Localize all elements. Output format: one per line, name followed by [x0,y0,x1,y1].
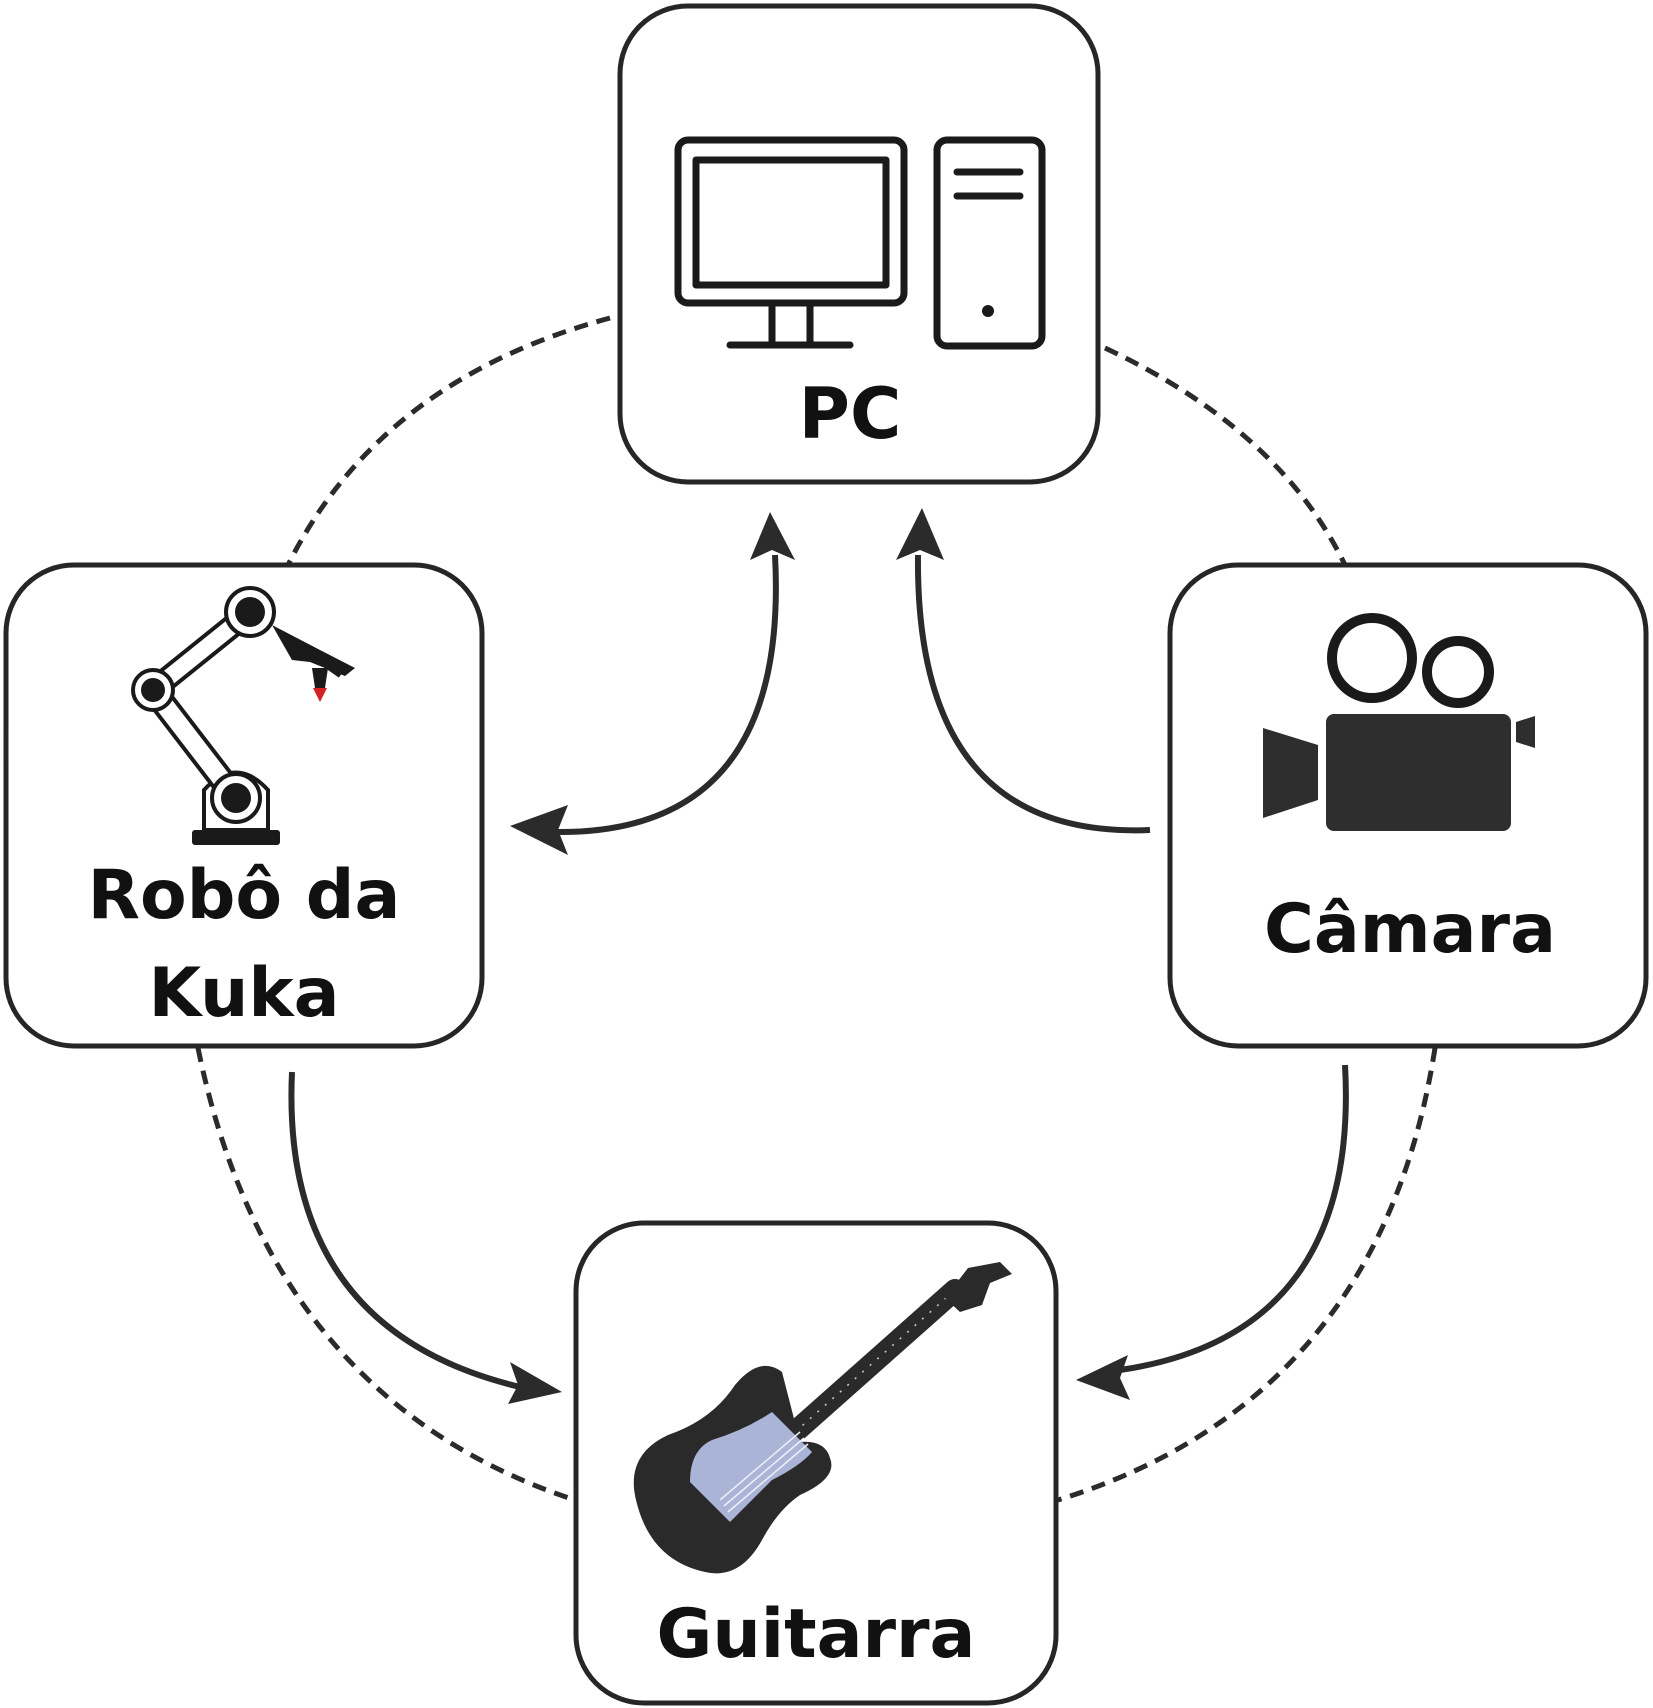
flow-arrows [288,508,1349,1404]
guitar-label: Guitarra [657,1595,976,1674]
video-camera-icon [1263,613,1535,831]
robot-label-line1: Robô da [88,856,401,935]
arrowhead-to-guitar-right [1076,1355,1130,1400]
node-robot: Robô da Kuka [3,562,485,1049]
node-pc: PC [617,3,1101,485]
arrow-pc-robot [554,554,779,836]
arrow-camera-pc [914,554,1151,834]
arrowhead-to-robot [510,805,568,855]
robot-label-line2: Kuka [148,954,339,1033]
dashed-ring [195,315,1438,1503]
desktop-computer-icon [674,136,1046,350]
arrowhead-to-pc-right [896,508,944,560]
arrowhead-to-guitar-left [508,1362,562,1404]
arrowhead-to-pc-left [750,512,795,560]
camera-label: Câmara [1264,890,1556,969]
node-camera: Câmara [1167,562,1649,1049]
pc-label: PC [799,373,902,455]
electric-guitar-icon [633,1262,1012,1574]
arrow-robot-guitar [288,1071,521,1390]
node-guitar: Guitarra [573,1220,1059,1706]
arrow-camera-guitar [1119,1064,1349,1373]
robotic-arm-icon [131,586,355,845]
